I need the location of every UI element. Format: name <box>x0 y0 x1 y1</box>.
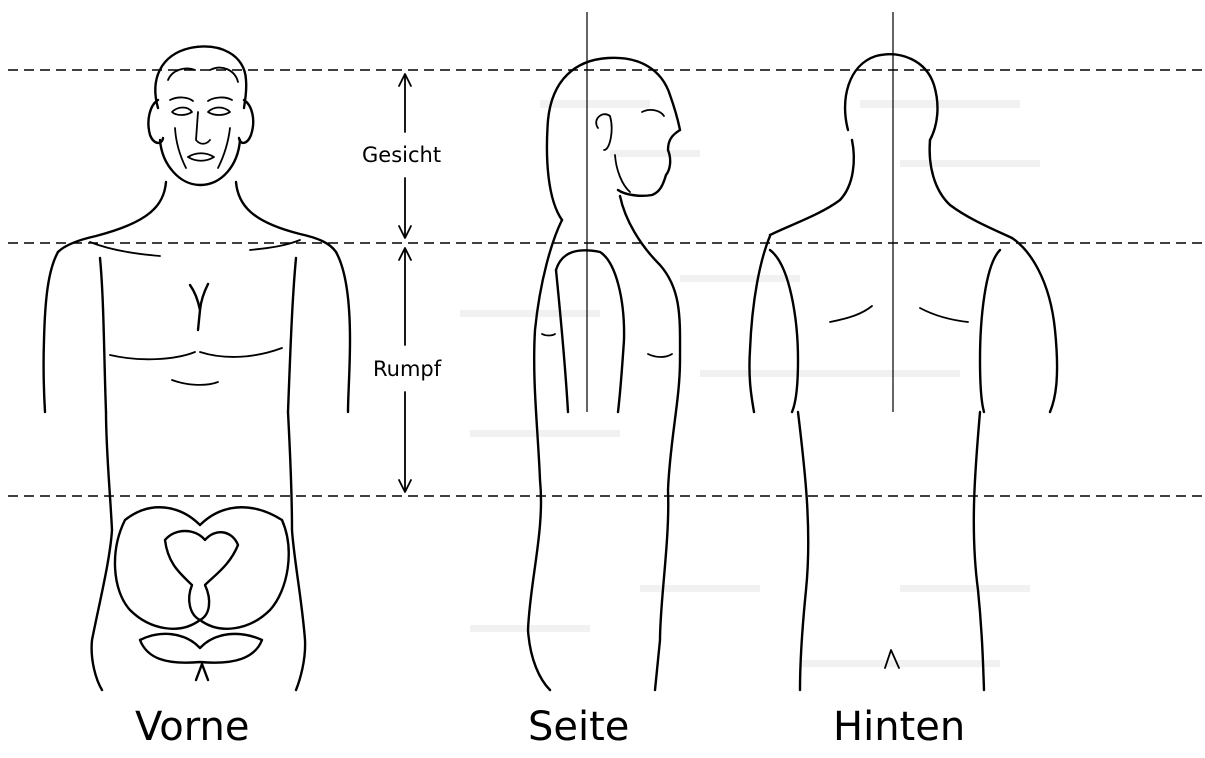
front-view-label: Vorne <box>135 704 249 750</box>
front-figure <box>44 47 350 690</box>
back-view-label: Hinten <box>833 704 965 750</box>
trunk-zone-label: Rumpf <box>373 357 442 381</box>
face-zone-label: Gesicht <box>362 143 441 167</box>
side-view-label: Seite <box>528 704 629 750</box>
